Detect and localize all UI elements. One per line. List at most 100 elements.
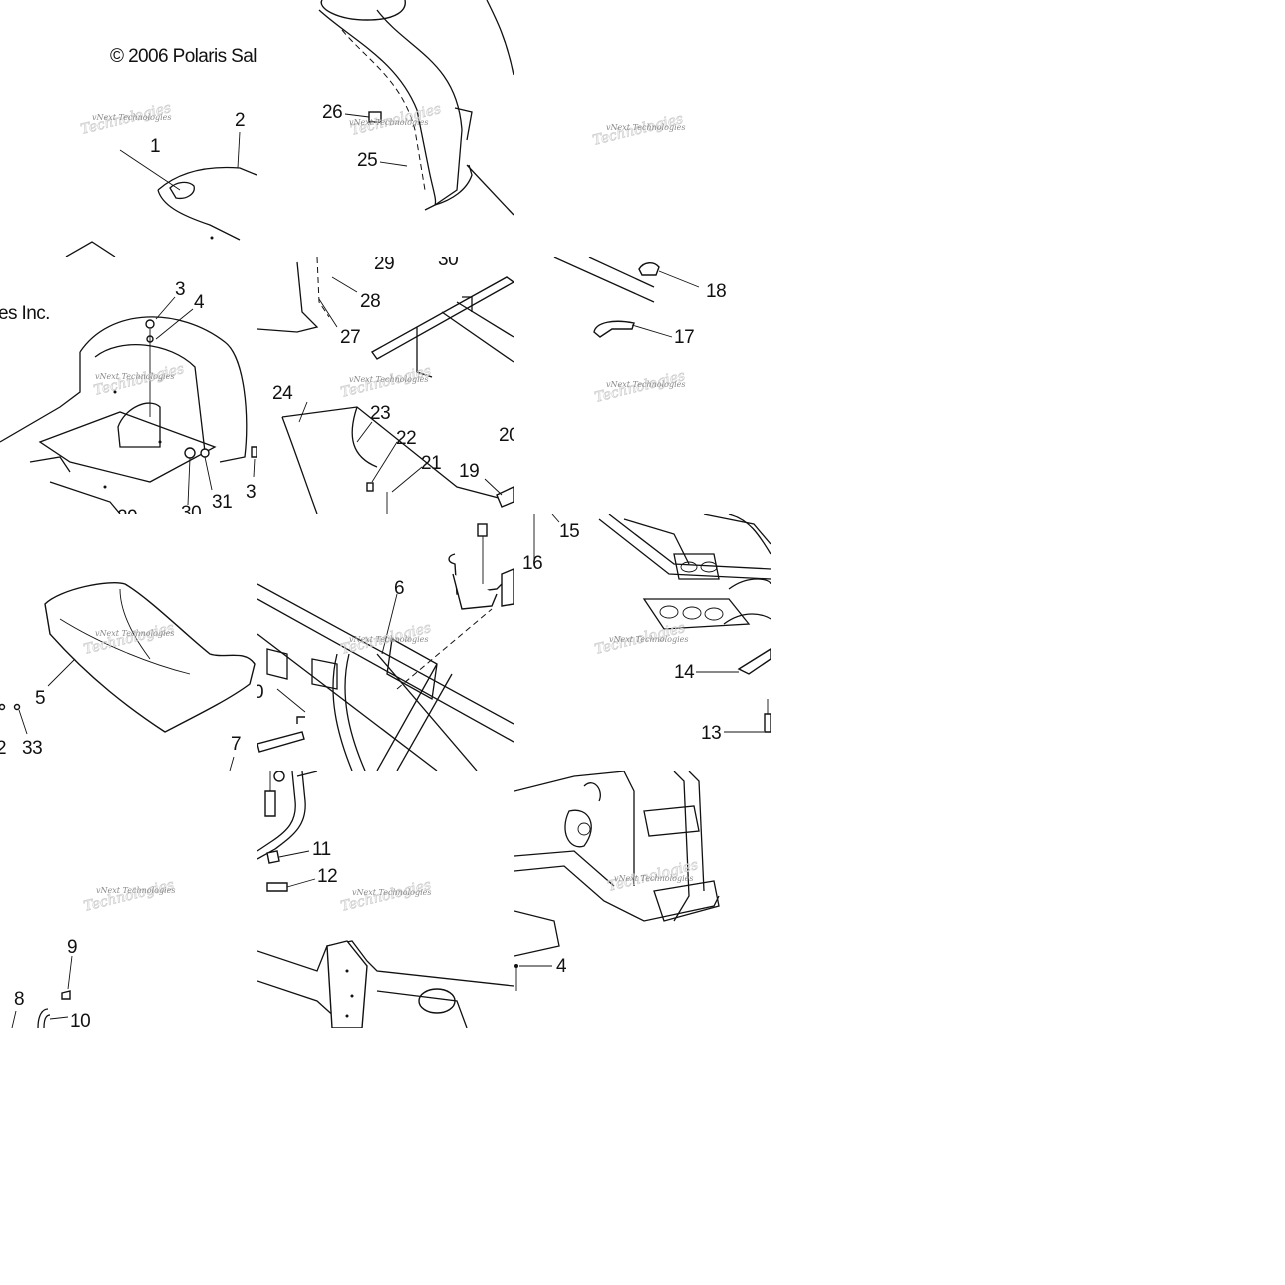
svg-text:vNext Technologies: vNext Technologies [606,123,685,132]
fender-edge [65,241,116,257]
skid-plate-4 [514,910,560,957]
svg-text:vNext Technologies: vNext Technologies [95,629,174,638]
watermark: Technologies vNext Technologies [606,857,700,896]
callout-3: 3 [175,279,185,300]
frame-lower-2 [514,850,615,887]
fender-flare-end [434,164,473,206]
bracket-17 [593,320,635,338]
leader-1 [119,149,181,191]
rack-rail [441,311,514,363]
storage-box-side [281,416,318,514]
pin-12 [266,882,288,892]
frame-diagonal-2 [376,663,438,771]
leader-9 [67,955,73,990]
watermark: Technologies vNext Technologies [349,101,443,140]
callout-27: 27 [340,327,360,348]
leader-5 [47,658,76,687]
tile-r3-c2: 4 Technologies vNext Technologies [514,771,771,1028]
bolt-near-7 [296,716,305,724]
nut-7 [273,771,285,782]
rear-fender-outer [79,316,248,463]
rear-bracket [653,880,720,922]
seat-5 [44,582,256,733]
tile-r3-c1: 11 12 Technologies vNext Technologies [257,771,514,1028]
frame-tube-1 [332,653,353,771]
seat-seam [119,588,151,660]
frame-upper [703,514,771,545]
leader-30 [187,457,191,506]
bolt-near-7 [264,790,276,817]
fastener-32 [0,703,6,711]
frame-top [514,771,625,792]
rear-fender-left [0,352,81,443]
latch-19 [496,486,514,508]
leader-23 [356,421,373,443]
rack-edge [486,0,514,76]
callout-8: 8 [14,989,24,1010]
watermark: Technologies vNext Technologies [593,620,689,659]
callout-19: 19 [459,461,479,482]
callout-4: 4 [194,292,205,313]
frame-rear-upper [257,940,514,987]
fender-hidden [341,29,426,191]
watermark: Technologies vNext Technologies [339,620,433,659]
rivet [345,969,349,973]
callout-14: 14 [674,662,695,683]
callout-24: 24 [272,383,293,404]
tile-r1-c2: 18 17 Technologies vNext Technologies [514,257,771,514]
svg-text:vNext Technologies: vNext Technologies [349,118,428,127]
tube-7b [257,771,306,860]
callout-5: 5 [35,688,45,709]
svg-text:Technologies: Technologies [82,877,176,915]
callout-30: 30 [181,503,201,514]
svg-text:vNext Technologies: vNext Technologies [609,635,688,644]
callout-1: 1 [150,136,160,157]
frame-hole-2 [700,561,718,573]
rear-rack-outline-lower [157,189,241,241]
cap-16 [477,523,488,537]
svg-text:vNext Technologies: vNext Technologies [606,380,685,389]
svg-text:vNext Technologies: vNext Technologies [96,886,175,895]
tube-16b [452,573,498,610]
nut-30 [184,447,196,459]
leader-24 [298,401,308,423]
frame-plate [564,809,592,848]
frame-mount-1 [266,648,288,680]
callout-11: 11 [312,839,331,860]
frame-top-rail [598,518,771,580]
rack-edge-1 [553,257,655,303]
frame-rail-top [257,583,514,725]
callout-32: 2 [0,738,6,759]
watermark: Technologies vNext Technologies [92,361,186,400]
frame-box [643,805,700,837]
frame-upright-3 [623,771,635,886]
callout-18: 18 [706,281,726,302]
callout-2: 2 [235,110,245,131]
tile-r1-c1: 29 30 28 27 24 23 22 21 20 19 [257,257,514,514]
frame-bracket [386,637,438,701]
copyright-text: © 2006 Polaris Sal [110,46,257,67]
fender-flare-top [320,0,406,21]
svg-text:vNext Technologies: vNext Technologies [95,372,174,381]
callout-32: 3 [246,482,256,503]
fender-panel-hidden [316,257,330,318]
bolt-32 [251,446,257,458]
callout-20: 20 [499,425,514,446]
frame-bracket [29,456,71,473]
screw-22 [366,482,374,492]
frame-tube-1b [344,653,366,771]
callout-21: 21 [421,453,441,474]
leader-11 [278,850,310,858]
fender-panel [257,261,319,333]
frame-hole-1 [680,561,698,573]
callout-6: 6 [394,578,404,599]
callout-33: 33 [22,738,42,759]
shock-mount [583,782,601,802]
watermark: Technologies vNext Technologies [82,877,176,916]
rack-rail-2 [456,301,514,338]
rack-bar [370,276,514,360]
frame-rear-rail [376,990,468,1028]
footwell-hole-3 [704,607,724,621]
leader-31 [204,456,213,491]
watermark: Technologies vNext Technologies [339,877,433,916]
